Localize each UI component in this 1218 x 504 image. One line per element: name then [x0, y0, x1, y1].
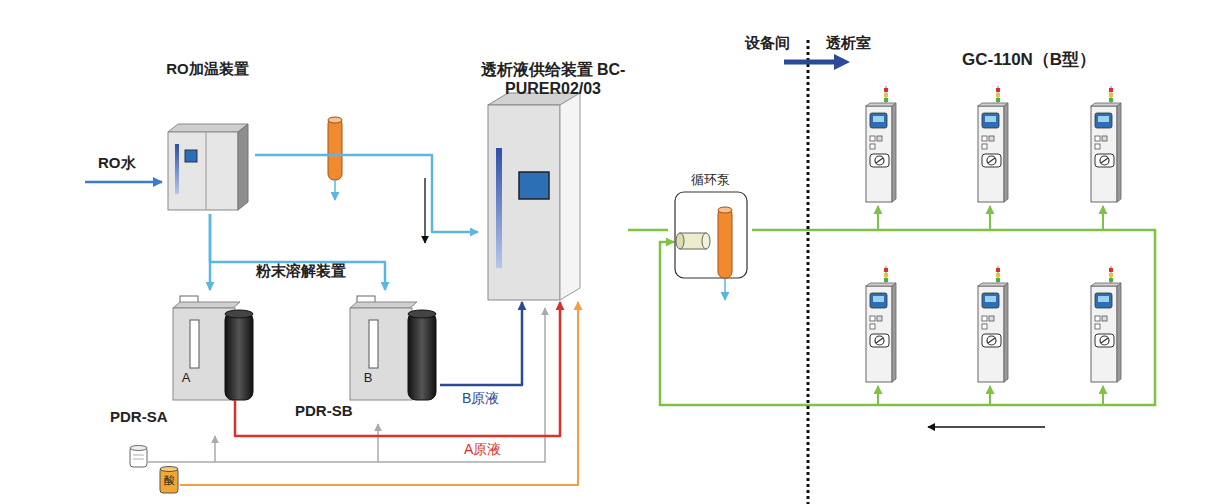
flow-line	[210, 214, 385, 290]
flow-line	[440, 302, 522, 385]
flow-line	[180, 302, 578, 485]
model-label: GC-110N（B型）	[962, 50, 1096, 70]
group-label: 粉末溶解装置	[256, 262, 346, 280]
inlet-label: RO水	[98, 154, 136, 172]
node-text: PDR-SB	[295, 402, 353, 420]
node-text: 酸	[164, 474, 175, 487]
ro-heater: RO加温装置	[160, 58, 255, 214]
node-text: A	[182, 370, 191, 386]
node-text: B	[364, 370, 373, 386]
device-illustration	[668, 172, 752, 280]
node-text: RO加温装置	[166, 60, 249, 78]
node-text: 透析液供给装置 BC-PURER02/03	[478, 60, 628, 98]
powder-dissolver: B PDR-SB	[295, 290, 440, 422]
edge-label: A原液	[462, 441, 503, 458]
flow-line	[235, 302, 560, 436]
edge-label: B原液	[460, 390, 501, 407]
circulation-pump: 循环泵	[668, 172, 752, 280]
device-illustration	[160, 58, 255, 214]
node-text: PDR-SA	[110, 408, 168, 426]
flow-line	[255, 155, 478, 232]
supply-unit: 透析液供给装置 BC-PURER02/03	[478, 56, 628, 302]
node-text: 循环泵	[691, 172, 730, 188]
flow-line	[628, 229, 668, 232]
room-label: 透析室	[826, 34, 871, 52]
powder-dissolver: A PDR-SA	[110, 290, 260, 432]
room-label: 设备间	[745, 34, 790, 52]
acid-bottle: 酸	[158, 465, 180, 495]
